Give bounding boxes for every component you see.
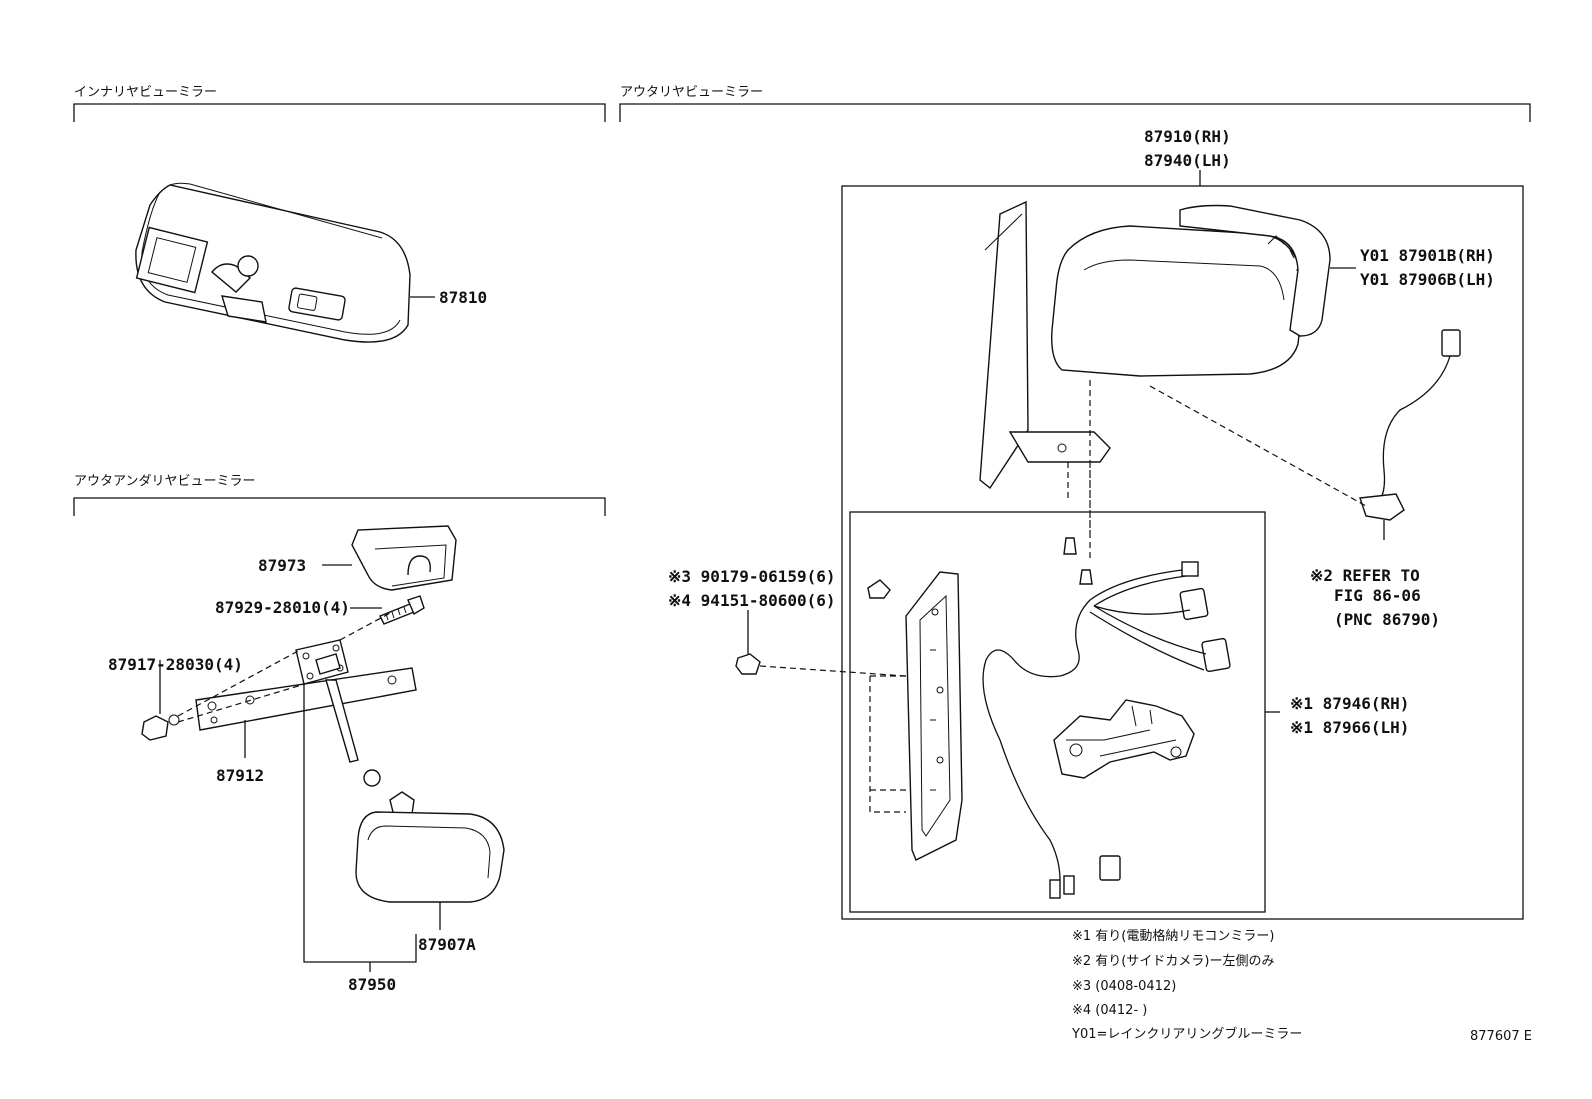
- bracket-87912: [195, 639, 417, 731]
- label-87917: 87917-28030(4): [108, 655, 243, 674]
- bolt-87929: [379, 595, 425, 625]
- dash-clip-bracket: [177, 649, 306, 723]
- label-ref-line3: (PNC 86790): [1334, 610, 1440, 629]
- mirror-actuator: [1053, 699, 1195, 779]
- label-ref-line2: FIG 86-06: [1334, 586, 1421, 605]
- wiring-harness: [982, 561, 1231, 899]
- section-bracket-outer-under: [73, 497, 606, 516]
- label-87906B: Y01 87906B(LH): [1360, 270, 1495, 289]
- label-87973: 87973: [258, 556, 306, 575]
- label-87910: 87910(RH): [1144, 127, 1231, 146]
- clip-small: [867, 579, 891, 599]
- note-3: ※3 (0408-0412): [1072, 979, 1176, 994]
- nut-94151: [735, 653, 761, 675]
- dash-housing-screws: [1067, 380, 1091, 562]
- label-87907A: 87907A: [418, 935, 476, 954]
- note-5: Y01=レインクリアリングブルーミラー: [1071, 1026, 1302, 1042]
- label-87810: 87810: [439, 288, 487, 307]
- section-title-outer-mirror: アウタリヤビューミラー: [620, 85, 763, 100]
- dash-gasket: [869, 675, 910, 813]
- label-87929: 87929-28010(4): [215, 598, 350, 617]
- dash-housing-camera: [1149, 385, 1367, 507]
- label-87901B: Y01 87901B(RH): [1360, 246, 1495, 265]
- figure-id: 877607 E: [1470, 1029, 1532, 1044]
- mirror-cover-87973: [351, 525, 457, 591]
- assembly-bracket-87950: [303, 684, 417, 963]
- label-87946: ※1 87946(RH): [1290, 694, 1409, 713]
- note-1: ※1 有り(電動格納リモコンミラー): [1072, 928, 1274, 944]
- label-94151: ※4 94151-80600(6): [668, 591, 836, 610]
- label-ref-line1: ※2 REFER TO: [1310, 566, 1420, 585]
- section-title-outer-under-mirror: アウタアンダリヤビューミラー: [74, 474, 255, 489]
- mirror-glass-87901B: [1179, 204, 1331, 337]
- section-title-inner-mirror: インナリヤビューミラー: [74, 85, 217, 100]
- label-87950: 87950: [348, 975, 396, 994]
- clip-87917: [141, 714, 180, 741]
- side-camera-harness: [1359, 329, 1461, 521]
- label-87940: 87940(LH): [1144, 151, 1231, 170]
- under-mirror-87907A: [355, 791, 505, 903]
- mirror-base-gasket: [905, 571, 963, 861]
- section-bracket-inner: [73, 103, 606, 122]
- label-87912: 87912: [216, 766, 264, 785]
- dash-nut-gasket: [759, 665, 907, 677]
- mirror-stay-rod: [325, 679, 381, 787]
- note-2: ※2 有り(サイドカメラ)ー左側のみ: [1072, 954, 1274, 969]
- outer-mirror-housing: [979, 200, 1305, 490]
- outer-mirror-assembly-box: [841, 185, 1524, 920]
- label-87966: ※1 87966(LH): [1290, 718, 1409, 737]
- inner-rear-view-mirror: [135, 182, 411, 343]
- label-90179: ※3 90179-06159(6): [668, 567, 836, 586]
- note-4: ※4 (0412- ): [1072, 1003, 1147, 1018]
- section-bracket-outer: [619, 103, 1531, 122]
- screw-90179: [1063, 537, 1093, 585]
